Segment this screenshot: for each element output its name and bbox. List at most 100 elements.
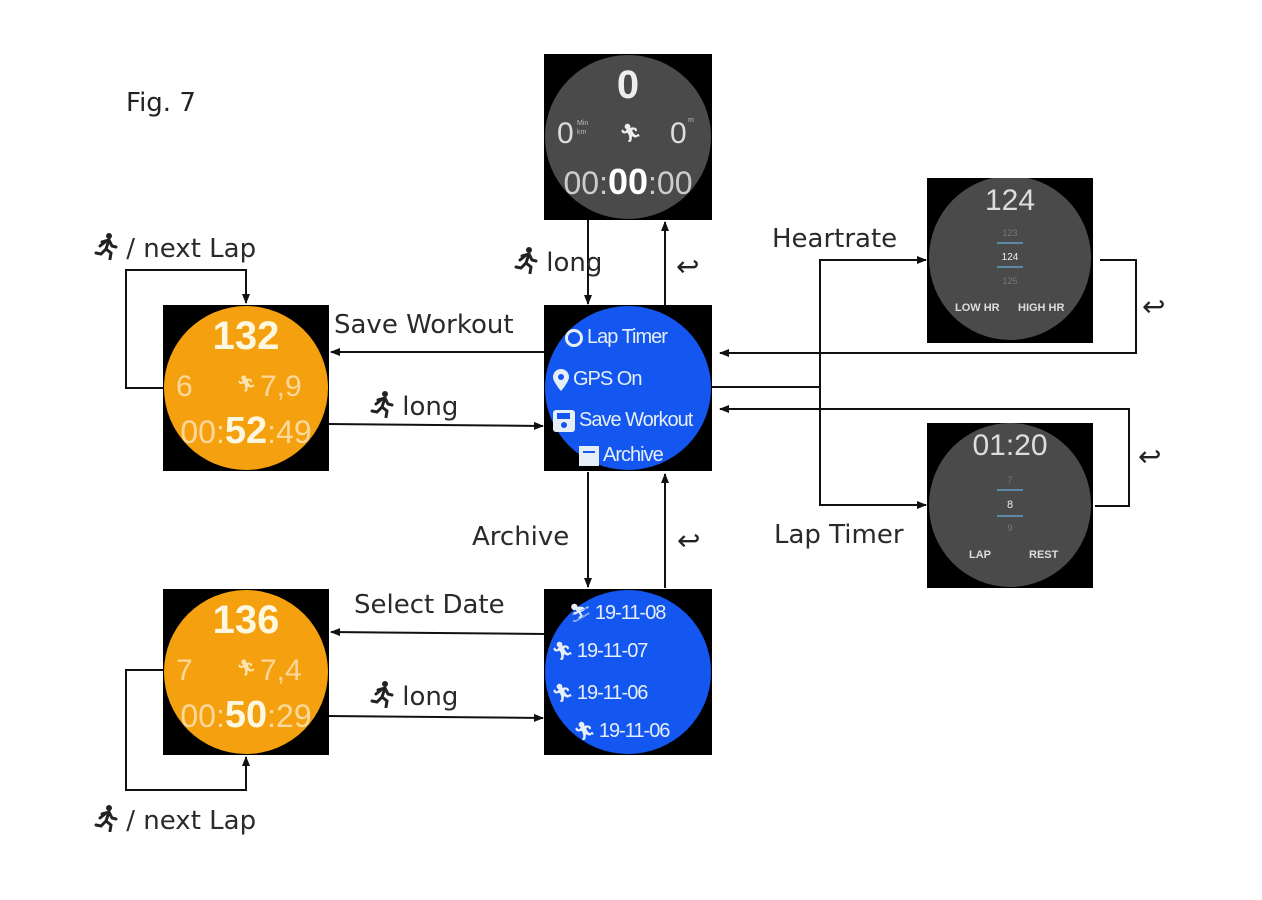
elapsed-time: 00:00:00 (563, 161, 693, 202)
heartrate-value: 124 (984, 184, 1036, 217)
lap-timer-value: 01:20 (972, 429, 1048, 462)
figure-label: Fig. 7 (126, 88, 196, 118)
runner-icon: 🏃︎ (236, 376, 257, 393)
high-hr-button[interactable]: HIGH HR (1018, 302, 1065, 314)
back-symbol: ↩ (1138, 440, 1162, 473)
arrow-next-lap-loop-top (125, 269, 250, 389)
runner-icon: 🏃︎ (551, 683, 574, 703)
watch-dial: Lap Timer GPS On Save Workout Archive (545, 306, 711, 470)
back-symbol: ↩ (676, 250, 700, 283)
label-lap-timer: Lap Timer (774, 520, 904, 550)
menu-item-label: Lap Timer (587, 326, 668, 348)
label-save-workout: Save Workout (334, 310, 514, 340)
arrow-archive-to-workout (330, 628, 546, 637)
pace-value: 0 (557, 117, 574, 150)
menu-item-lap-timer[interactable]: Lap Timer (565, 326, 668, 349)
arrow-laptimer-back (719, 405, 1130, 507)
watch-dial: 0 0 Min km 🏃︎ 0 m 00:00:00 (545, 55, 711, 219)
runner-icon: 🏃︎ (619, 123, 642, 143)
runner-icon (370, 681, 394, 709)
location-pin-icon (553, 368, 569, 391)
pace-unit-bottom: km (577, 129, 587, 136)
rest-button[interactable]: REST (1029, 549, 1059, 561)
back-symbol: ↩ (677, 524, 701, 557)
heart-rate-value: 0 (616, 63, 640, 107)
timer-icon (565, 328, 583, 347)
heart-rate-value: 136 (212, 598, 280, 642)
label-workout-long: long (370, 390, 458, 422)
label-text: / next Lap (126, 806, 257, 836)
picker-next: 9 (1007, 523, 1013, 533)
picker-divider (997, 266, 1023, 268)
menu-item-label: Archive (603, 444, 664, 466)
screen-heartrate-setting[interactable]: 124 123 124 125 LOW HR HIGH HR (927, 178, 1093, 343)
distance-value: 0 (670, 117, 687, 150)
arrow-workout-to-menu (327, 421, 544, 430)
arrow-next-lap-loop-bottom (125, 669, 250, 791)
label-text: long (402, 682, 459, 712)
pace-unit: Min km (577, 119, 588, 137)
screen-start[interactable]: 0 0 Min km 🏃︎ 0 m 00:00:00 (544, 54, 712, 220)
distance-value: 7,9 (260, 370, 302, 403)
heart-rate-value: 132 (212, 314, 280, 358)
label-start-long: long (514, 246, 602, 278)
label-archive-long: long (370, 680, 458, 712)
time-minutes: 52 (224, 410, 268, 452)
screen-lap-timer-setting[interactable]: 01:20 7 8 9 LAP REST (927, 423, 1093, 588)
time-hours: 00 (180, 698, 216, 734)
archive-item[interactable]: 🏃︎ 19-11-06 (551, 682, 649, 705)
label-text: / next Lap (126, 234, 257, 264)
picker-current[interactable]: 8 (1006, 499, 1014, 511)
runner-icon (514, 247, 538, 275)
screen-workout-archived[interactable]: 136 7 🏃︎ 7,4 00:50:29 (163, 589, 329, 755)
runner-icon: 🏃︎ (236, 660, 257, 677)
picker-prev: 123 (1002, 228, 1018, 238)
distance-unit: m (688, 117, 694, 124)
lap-button[interactable]: LAP (969, 549, 991, 561)
archive-item-date: 19-11-06 (576, 682, 649, 704)
watch-dial: 132 6 🏃︎ 7,9 00:52:49 (164, 306, 328, 470)
label-next-lap-top: / next Lap (94, 232, 256, 264)
runner-icon: 🏃︎ (573, 721, 596, 741)
time-seconds: 29 (276, 698, 312, 734)
label-select-date: Select Date (354, 590, 505, 620)
archive-item-date: 19-11-06 (598, 720, 671, 742)
archive-item[interactable]: 🏃︎ 19-11-06 (573, 720, 671, 743)
time-hours: 00 (180, 414, 216, 450)
arrow-to-laptimer (819, 387, 927, 509)
picker-next: 125 (1002, 276, 1018, 286)
watch-dial: 136 7 🏃︎ 7,4 00:50:29 (164, 590, 328, 754)
picker-current[interactable]: 124 (1001, 252, 1019, 263)
watch-dial: ⛷︎ 19-11-08 🏃︎ 19-11-07 🏃︎ 19-11-06 🏃︎ 1… (545, 590, 711, 754)
time-seconds: 49 (276, 414, 312, 450)
label-next-lap-bottom: / next Lap (94, 804, 256, 836)
runner-icon: 🏃︎ (551, 641, 574, 661)
pace-value: 7 (176, 654, 193, 687)
ski-icon: ⛷︎ (569, 603, 592, 623)
picker-divider (997, 242, 1023, 244)
label-text: long (546, 248, 603, 278)
menu-item-gps[interactable]: GPS On (553, 368, 642, 391)
archive-item[interactable]: ⛷︎ 19-11-08 (569, 602, 666, 625)
elapsed-time: 00:52:49 (180, 410, 312, 452)
pace-unit-top: Min (577, 120, 589, 127)
save-icon (553, 409, 575, 432)
elapsed-time: 00:50:29 (180, 694, 312, 736)
menu-item-save-workout[interactable]: Save Workout (553, 409, 693, 432)
low-hr-button[interactable]: LOW HR (955, 302, 1000, 314)
arrow-workout-to-archive (327, 713, 544, 722)
archive-item[interactable]: 🏃︎ 19-11-07 (551, 640, 649, 663)
runner-icon (370, 391, 394, 419)
screen-menu[interactable]: Lap Timer GPS On Save Workout Archive (544, 305, 712, 471)
picker-divider (997, 489, 1023, 491)
menu-item-archive[interactable]: Archive (579, 444, 664, 467)
arrow-to-heartrate (819, 256, 927, 387)
runner-icon (94, 233, 118, 261)
screen-workout-live[interactable]: 132 6 🏃︎ 7,9 00:52:49 (163, 305, 329, 471)
watch-dial: 124 123 124 125 LOW HR HIGH HR (929, 178, 1091, 340)
label-heartrate: Heartrate (772, 224, 898, 254)
label-text: long (402, 392, 459, 422)
screen-archive-list[interactable]: ⛷︎ 19-11-08 🏃︎ 19-11-07 🏃︎ 19-11-06 🏃︎ 1… (544, 589, 712, 755)
archive-item-date: 19-11-07 (576, 640, 649, 662)
